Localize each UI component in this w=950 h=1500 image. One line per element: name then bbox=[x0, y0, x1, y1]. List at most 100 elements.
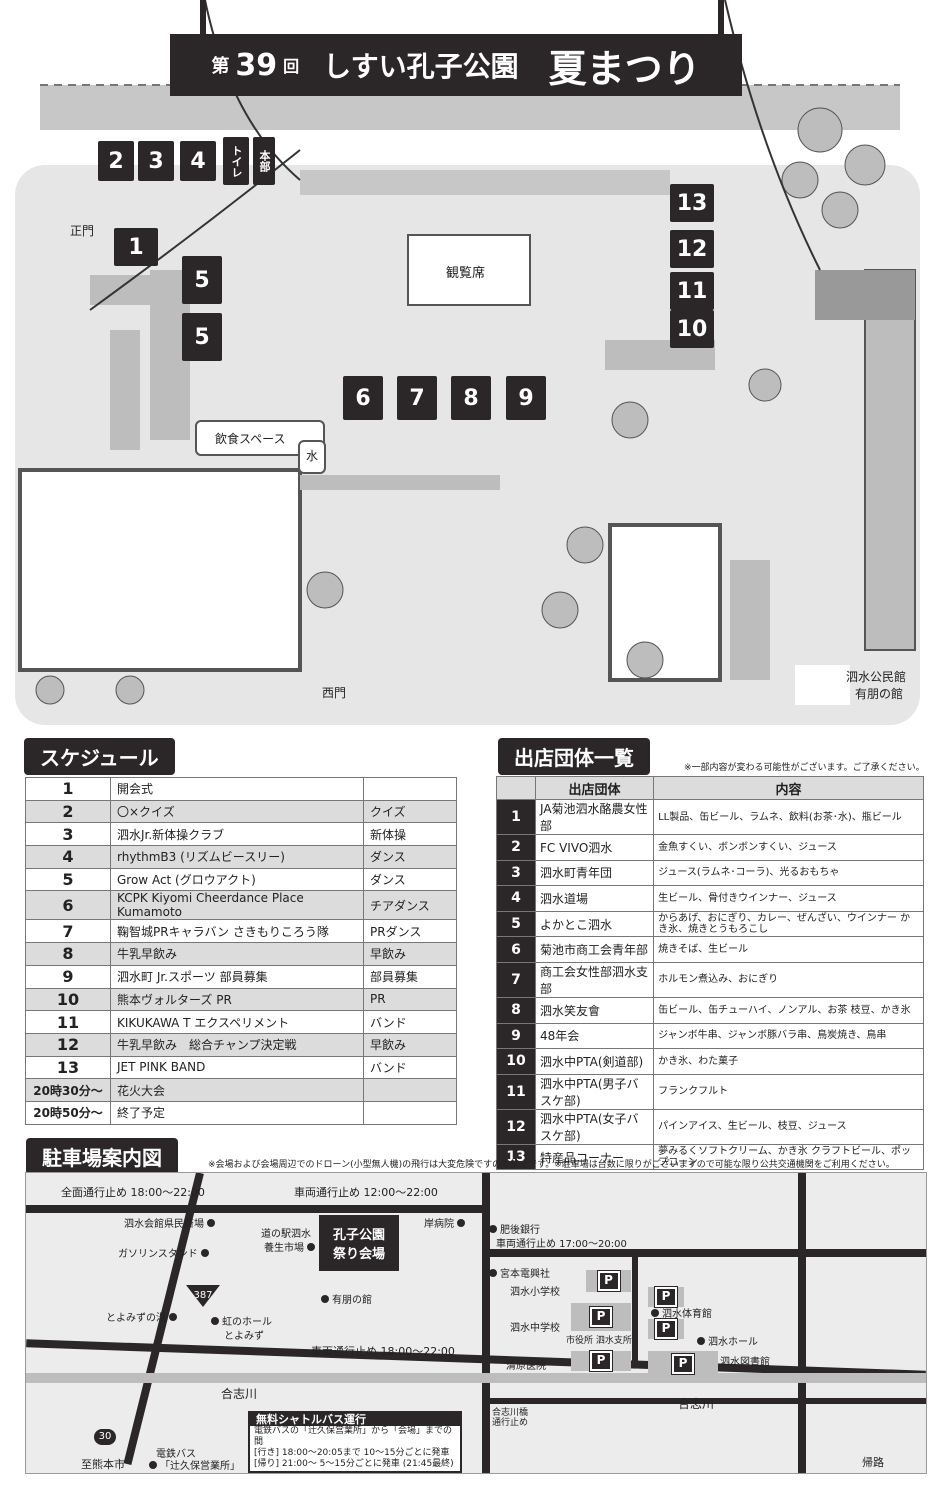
vendor-group: 泗水中PTA(剣道部) bbox=[534, 1048, 655, 1075]
schedule-no: 7 bbox=[25, 919, 111, 944]
schedule-no: 3 bbox=[25, 822, 111, 847]
river bbox=[26, 1373, 926, 1383]
place-michinoeki: 道の駅泗水 bbox=[261, 1229, 311, 1240]
road-v1 bbox=[482, 1173, 490, 1473]
title-prefix: 第 bbox=[211, 56, 230, 77]
schedule-title: スケジュール bbox=[24, 738, 175, 775]
food-space-label: 飲食スペース bbox=[215, 431, 286, 446]
schedule-row: 20時50分～終了予定 bbox=[25, 1100, 457, 1125]
schedule-name: KCPK Kiyomi Cheerdance Place Kumamoto bbox=[110, 890, 364, 921]
place-gas: ガソリンスタンド bbox=[118, 1245, 212, 1260]
place-yojo: 養生市場 bbox=[264, 1239, 318, 1254]
schedule-no: 2 bbox=[25, 799, 111, 824]
schedule-cat: クイズ bbox=[363, 799, 457, 824]
vendor-items: 缶ビール、缶チューハイ、ノンアル、お茶 枝豆、かき氷 bbox=[653, 996, 924, 1024]
map-background bbox=[15, 0, 920, 725]
route-30-sign: 30 bbox=[94, 1429, 116, 1445]
vendor-items: LL製品、缶ビール、ラムネ、飲料(お茶･水)、瓶ビール bbox=[653, 799, 924, 835]
schedule-no: 6 bbox=[25, 890, 111, 921]
parking-lot-6: P bbox=[648, 1351, 718, 1377]
schedule-no: 20時50分～ bbox=[25, 1100, 111, 1125]
vendors-note: ※一部内容が変わる可能性がございます。ご了承ください。 bbox=[684, 763, 925, 773]
schedule-cat: チアダンス bbox=[363, 890, 457, 921]
road-v3 bbox=[632, 1257, 638, 1367]
place-gym: 泗水体育館 bbox=[648, 1305, 712, 1320]
schedule-name: 〇×クイズ bbox=[110, 799, 364, 824]
vendor-group: 菊池市商工会青年部 bbox=[534, 936, 655, 963]
booth-13: 13 bbox=[670, 184, 714, 222]
place-toyomizu-yu: とよみずの湯 bbox=[106, 1309, 180, 1324]
schedule-cat bbox=[363, 1100, 457, 1125]
schedule-name: 開会式 bbox=[110, 777, 364, 801]
schedule-no: 9 bbox=[25, 964, 111, 989]
schedule-no: 13 bbox=[25, 1055, 111, 1080]
schedule-cat: 早飲み bbox=[363, 1032, 457, 1057]
road-top bbox=[26, 1205, 486, 1213]
vendor-items: パインアイス、生ビール、枝豆、ジュース bbox=[653, 1108, 924, 1145]
community-hall-label-2: 有朋の館 bbox=[855, 687, 904, 701]
schedule-cat bbox=[363, 777, 457, 801]
schedule-name: 熊本ヴォルターズ PR bbox=[110, 987, 364, 1012]
road-low bbox=[486, 1398, 926, 1404]
booth-4: 4 bbox=[180, 141, 216, 181]
headquarters: 本部 bbox=[253, 137, 275, 185]
vendor-group: 特産品コーナー bbox=[534, 1143, 655, 1171]
vendor-items: からあげ、おにぎり、カレー、ぜんざい、ウインナー かき氷、焼きとうもろこし bbox=[653, 910, 924, 938]
route-387-sign: 387 bbox=[186, 1285, 220, 1307]
vendor-group: 泗水笑友會 bbox=[534, 996, 655, 1024]
place-elementary: 泗水小学校 bbox=[510, 1287, 560, 1298]
vendor-group: 48年会 bbox=[534, 1022, 655, 1050]
vendor-items: かき氷、わた菓子 bbox=[653, 1048, 924, 1075]
gate-west: 西門 bbox=[322, 686, 347, 700]
schedule-no: 12 bbox=[25, 1032, 111, 1057]
parking-lot-3: P bbox=[571, 1350, 631, 1372]
vendor-group: FC VIVO泗水 bbox=[534, 834, 655, 861]
schedule-name: JET PINK BAND bbox=[110, 1055, 364, 1080]
vendor-items: ホルモン煮込み、おにぎり bbox=[653, 961, 924, 998]
title-festival: 夏まつり bbox=[548, 46, 701, 91]
booth-6: 6 bbox=[343, 376, 383, 420]
booth-9: 9 bbox=[506, 376, 546, 420]
vendor-items: ジャンボ牛串、ジャンボ豚バラ串、鳥炭焼き、鳥串 bbox=[653, 1022, 924, 1050]
venue-box: 孔子公園 祭り会場 bbox=[319, 1215, 399, 1271]
shuttle-line-2: [行き] 18:00～20:05まで 10～15分ごとに発車 bbox=[254, 1448, 450, 1458]
parking-note: ※会場および会場周辺でのドローン(小型無人機)の飛行は大変危険ですので禁止です。… bbox=[208, 1160, 895, 1170]
vendors-col-no bbox=[496, 776, 536, 800]
title-banner: 第 39 回 しすい孔子公園 夏まつり bbox=[170, 34, 742, 96]
schedule-cat: 早飲み bbox=[363, 942, 457, 966]
place-miyamoto: 宮本電興社 bbox=[486, 1265, 550, 1280]
booth-12: 12 bbox=[670, 230, 714, 268]
restriction-4: 車両通行止め 18:00～22:00 bbox=[311, 1345, 455, 1358]
schedule-cat: ダンス bbox=[363, 845, 457, 869]
vendors-col-group: 出店団体 bbox=[534, 776, 655, 800]
venue-line-2: 祭り会場 bbox=[332, 1247, 385, 1262]
schedule-no: 10 bbox=[25, 987, 111, 1012]
vendor-no: 9 bbox=[496, 1022, 536, 1050]
schedule-name: 終了予定 bbox=[110, 1100, 364, 1125]
parking-lot-4: P bbox=[648, 1286, 684, 1308]
booth-2: 2 bbox=[98, 141, 134, 181]
closed-bridge-1: 合志川橋 bbox=[492, 1408, 529, 1418]
parking-title: 駐車場案内図 bbox=[26, 1138, 178, 1175]
closed-bridge-2: 通行止め bbox=[492, 1418, 529, 1428]
banner-pole-right bbox=[718, 0, 724, 34]
road-right-top bbox=[486, 1249, 926, 1257]
schedule-cat: PRダンス bbox=[363, 919, 457, 944]
road-v2 bbox=[798, 1173, 806, 1473]
schedule-cat bbox=[363, 1078, 457, 1102]
schedule-no: 1 bbox=[25, 777, 111, 801]
